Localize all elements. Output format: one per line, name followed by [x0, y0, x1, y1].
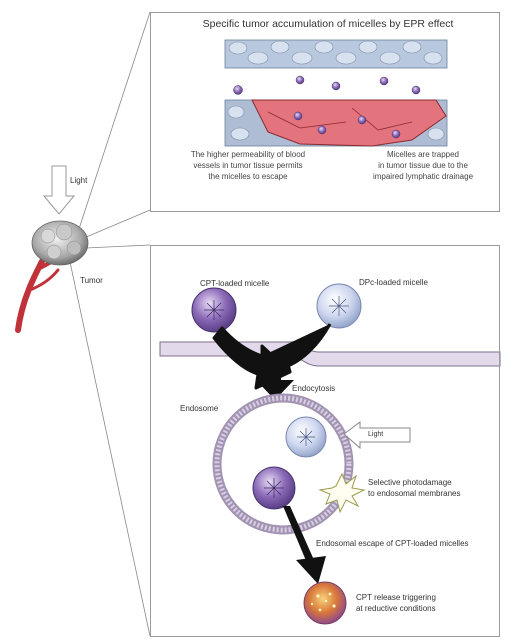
dpc-micelle-label: DPc-loaded micelle: [359, 278, 428, 289]
endosome-label: Endosome: [180, 404, 218, 415]
zoom-connector-lines: [70, 12, 150, 636]
cpt-micelle-label: CPT-loaded micelle: [200, 279, 269, 290]
caption-left-line: vessels in tumor tissue permits: [158, 161, 338, 172]
photodamage-line: to endosomal membranes: [368, 489, 461, 500]
epr-caption-right: Micelles are trapped in tumor tissue due…: [348, 150, 498, 182]
release-label: CPT release triggering at reductive cond…: [356, 593, 436, 615]
photodamage-line: Selective photodamage: [368, 478, 461, 489]
caption-left-line: the micelles to escape: [158, 172, 338, 183]
tumor-label: Tumor: [80, 276, 103, 287]
light-beam-label: Light: [368, 430, 383, 439]
photodamage-label: Selective photodamage to endosomal membr…: [368, 478, 461, 500]
epr-panel-title: Specific tumor accumulation of micelles …: [168, 17, 488, 31]
light-arrow-icon: [44, 166, 74, 214]
intracellular-panel: [150, 245, 500, 637]
caption-left-line: The higher permeability of blood: [158, 150, 338, 161]
tumor-mass: [32, 221, 88, 265]
caption-right-line: in tumor tissue due to the: [348, 161, 498, 172]
light-label: Light: [70, 176, 87, 187]
release-line: CPT release triggering: [356, 593, 436, 604]
endocytosis-label: Endocytosis: [292, 384, 335, 395]
epr-caption-left: The higher permeability of blood vessels…: [158, 150, 338, 182]
caption-right-line: Micelles are trapped: [348, 150, 498, 161]
caption-right-line: impaired lymphatic drainage: [348, 172, 498, 183]
escape-label: Endosomal escape of CPT-loaded micelles: [316, 539, 469, 550]
release-line: at reductive conditions: [356, 604, 436, 615]
